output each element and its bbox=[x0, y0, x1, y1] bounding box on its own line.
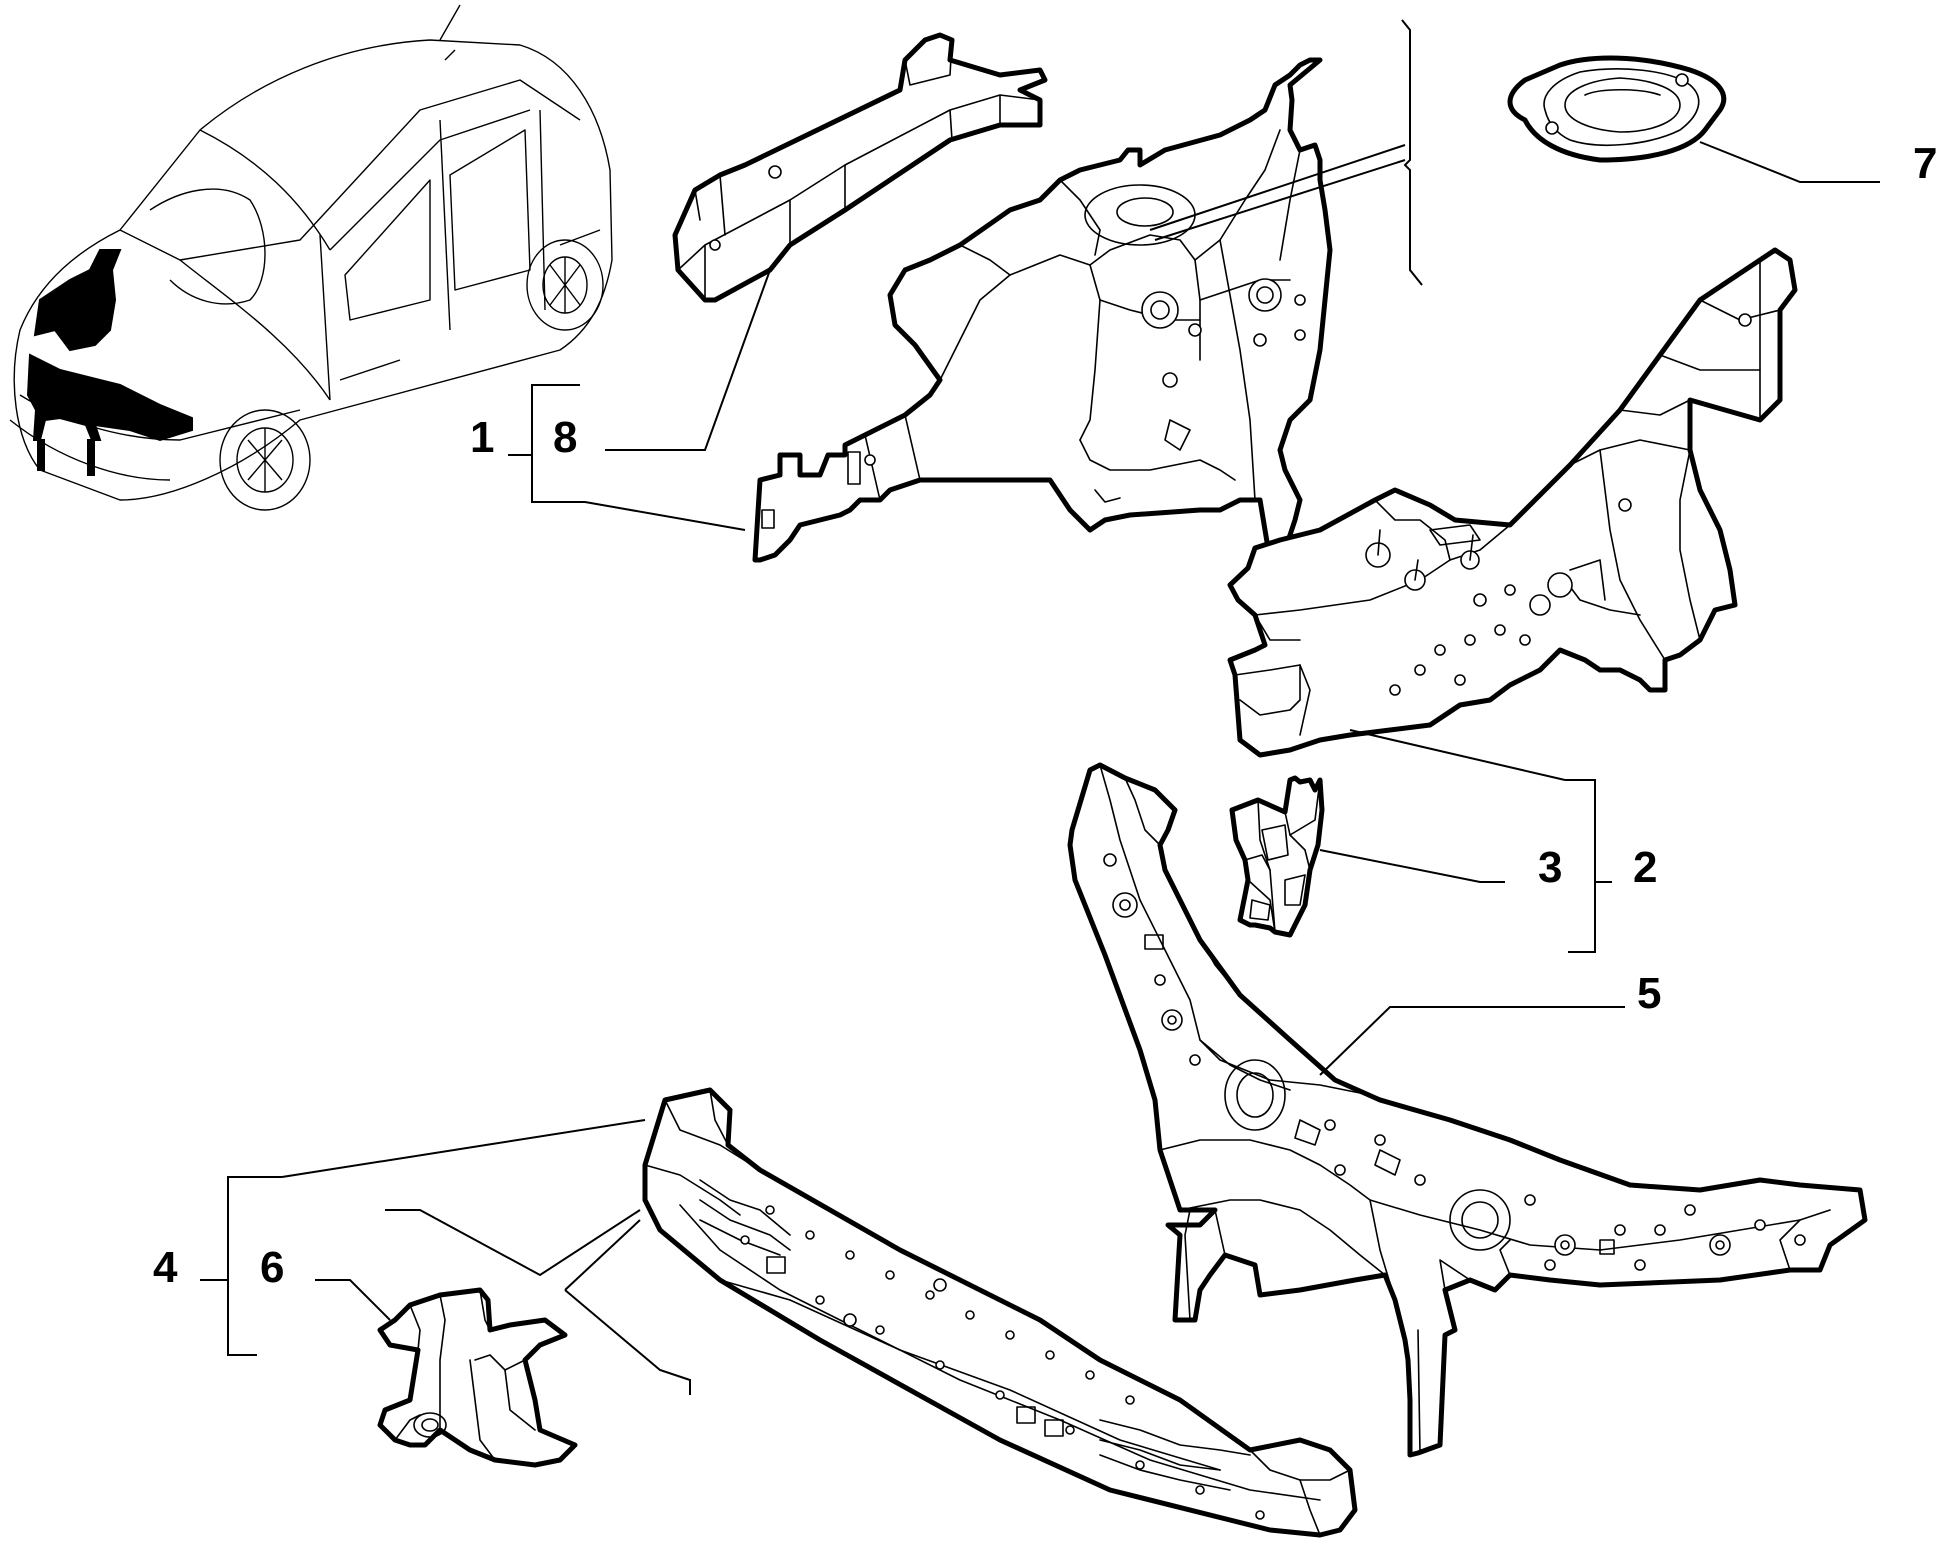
vehicle-overview bbox=[9, 4, 613, 511]
part-1-wheel-arch bbox=[752, 57, 1333, 568]
part-4-lower-crossmember bbox=[642, 1087, 1358, 1538]
part-8-upper-rail bbox=[672, 32, 1048, 303]
callouts: 1 8 7 3 2 5 4 6 bbox=[153, 139, 1937, 1292]
part-2-side-member bbox=[1227, 247, 1798, 758]
callout-2: 2 bbox=[1633, 843, 1657, 892]
callout-1: 1 bbox=[470, 413, 494, 462]
callout-8: 8 bbox=[553, 413, 577, 462]
part-7-grommet bbox=[1507, 55, 1727, 163]
part-3-bracket bbox=[1229, 775, 1325, 938]
highlighted-front-structure bbox=[33, 249, 122, 352]
callout-3: 3 bbox=[1538, 843, 1562, 892]
callout-7: 7 bbox=[1913, 139, 1937, 188]
part-5-front-panel bbox=[1067, 762, 1868, 1458]
part-6-small-bracket bbox=[377, 1287, 578, 1468]
callout-6: 6 bbox=[260, 1243, 284, 1292]
callout-5: 5 bbox=[1637, 969, 1661, 1018]
leader-lines bbox=[200, 19, 1880, 1395]
callout-4: 4 bbox=[153, 1243, 178, 1292]
